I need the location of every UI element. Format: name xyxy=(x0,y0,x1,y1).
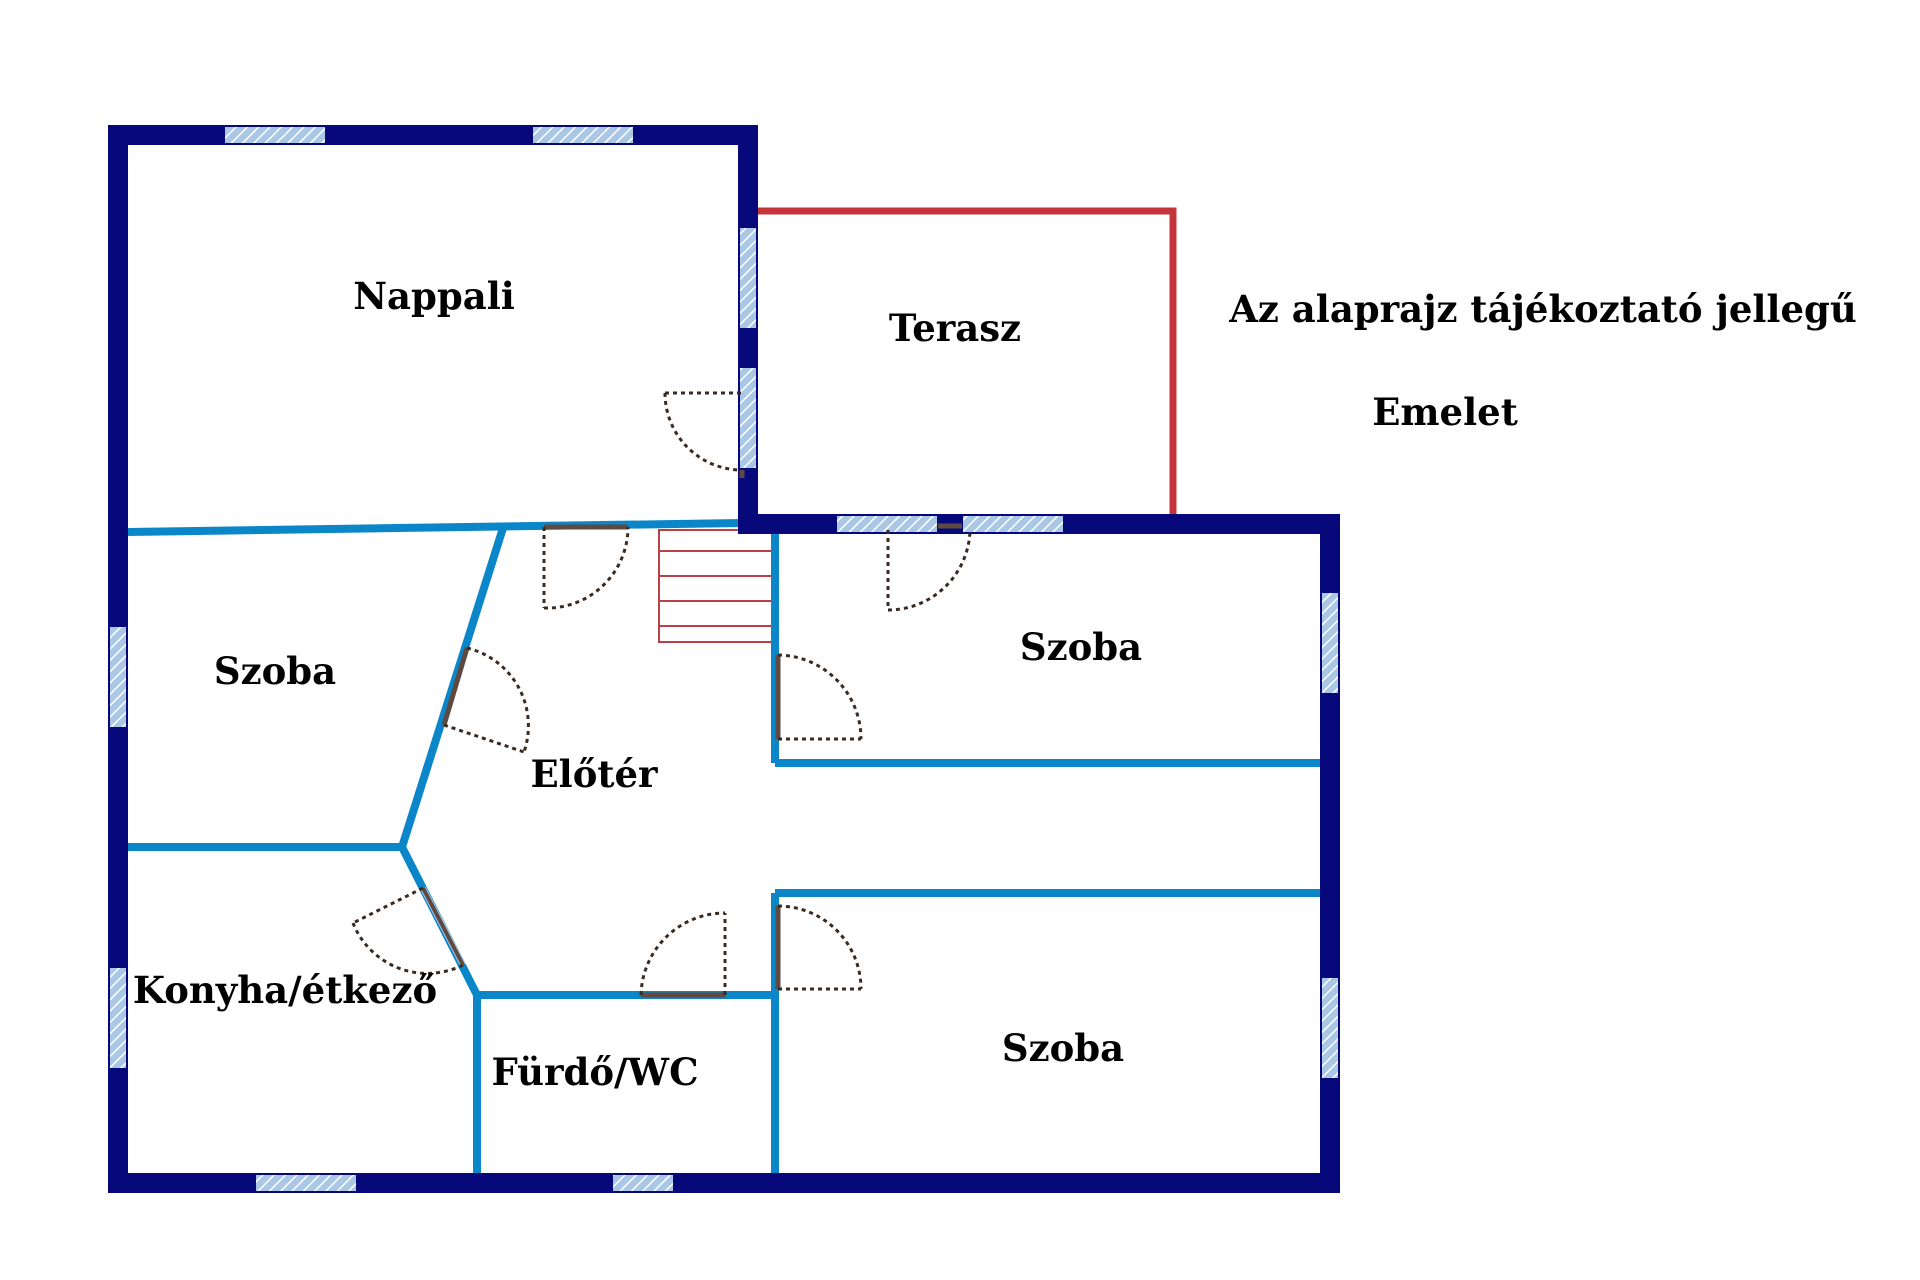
window xyxy=(963,516,1063,532)
window xyxy=(613,1175,673,1191)
room-label-nappali: Nappali xyxy=(353,274,515,318)
doors xyxy=(351,391,972,998)
window xyxy=(1322,593,1338,693)
window xyxy=(256,1175,356,1191)
plan-notes: Az alaprajz tájékoztató jellegű Emelet xyxy=(1228,287,1857,434)
window xyxy=(110,627,126,727)
terrace-outline xyxy=(752,207,1177,522)
window xyxy=(1322,978,1338,1078)
door xyxy=(775,653,863,741)
window xyxy=(740,368,756,468)
window xyxy=(837,516,937,532)
window xyxy=(225,127,325,143)
room-label-terasz: Terasz xyxy=(889,306,1021,350)
room-label-eloter: Előtér xyxy=(530,752,658,796)
window xyxy=(110,968,126,1068)
windows xyxy=(110,127,1338,1191)
door xyxy=(639,911,727,998)
floor-label: Emelet xyxy=(1372,390,1518,434)
door xyxy=(441,646,530,754)
room-label-szoba-right-bottom: Szoba xyxy=(1002,1026,1124,1070)
door xyxy=(542,524,630,610)
room-label-szoba-left: Szoba xyxy=(214,649,336,693)
stairs xyxy=(658,529,774,643)
door xyxy=(351,886,466,975)
disclaimer-note: Az alaprajz tájékoztató jellegű xyxy=(1228,287,1857,331)
room-label-konyha: Konyha/étkező xyxy=(133,968,437,1012)
door xyxy=(886,523,972,612)
window xyxy=(533,127,633,143)
window xyxy=(740,228,756,328)
room-label-furdo: Fürdő/WC xyxy=(491,1050,698,1094)
room-label-szoba-right-top: Szoba xyxy=(1020,625,1142,669)
room-labels: Nappali Terasz Szoba Szoba Előtér Konyha… xyxy=(133,274,1142,1094)
door xyxy=(663,391,745,478)
interior-walls xyxy=(127,519,1320,1174)
door xyxy=(775,904,863,991)
